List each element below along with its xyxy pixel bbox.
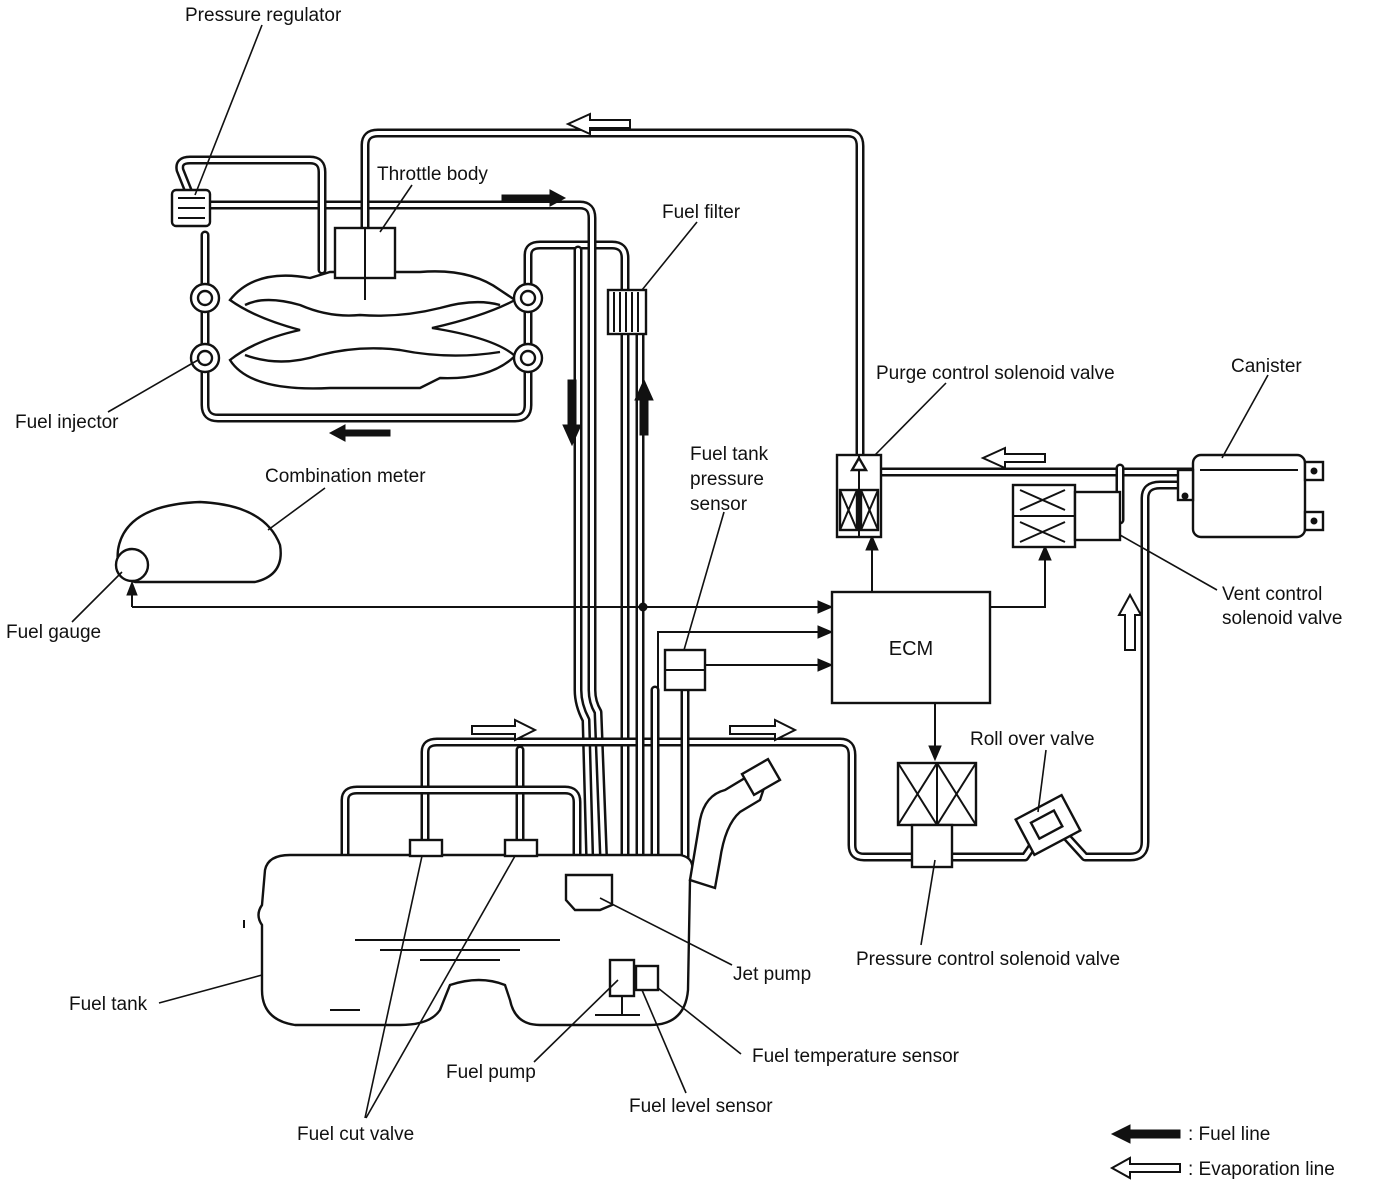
intake-manifold	[228, 270, 518, 390]
label-purge-control-solenoid-valve: Purge control solenoid valve	[876, 363, 1115, 384]
label-pressure-regulator: Pressure regulator	[185, 5, 342, 26]
labels: Pressure regulator Throttle body Fuel fi…	[6, 5, 1342, 1145]
fuel-cut-valve-2	[503, 838, 539, 858]
fuel-pump	[608, 958, 636, 998]
label-roll-over-valve: Roll over valve	[970, 729, 1095, 750]
purge-control-solenoid-valve	[835, 453, 883, 539]
fuel-gauge	[114, 547, 150, 583]
label-combination-meter: Combination meter	[265, 466, 426, 487]
label-fuel-tank: Fuel tank	[69, 994, 148, 1015]
fuel-arrow-right	[501, 189, 567, 207]
label-pressure-control-solenoid-valve: Pressure control solenoid valve	[856, 949, 1120, 970]
fuel-cut-valve-1	[408, 838, 444, 858]
fuel-temperature-sensor	[634, 964, 660, 992]
label-fuel-tank-pressure-sensor-3: sensor	[690, 494, 748, 515]
label-fuel-cut-valve: Fuel cut valve	[297, 1124, 414, 1145]
fuel-arrow-left	[328, 424, 391, 442]
fuel-arrow-down	[562, 379, 582, 447]
jet-pump	[564, 873, 614, 912]
label-fuel-injector: Fuel injector	[15, 412, 119, 433]
label-fuel-temperature-sensor: Fuel temperature sensor	[752, 1046, 960, 1067]
label-fuel-gauge: Fuel gauge	[6, 622, 101, 643]
roll-over-valve	[1014, 793, 1082, 857]
ecm: ECM	[830, 590, 992, 705]
leader-lines	[71, 24, 1269, 1119]
fuel-filter	[606, 288, 648, 336]
label-fuel-level-sensor: Fuel level sensor	[629, 1096, 773, 1117]
wiring	[126, 534, 1052, 762]
fuel-injectors	[189, 282, 544, 374]
label-fuel-filter: Fuel filter	[662, 202, 741, 223]
fuel-tank-pressure-sensor	[663, 648, 707, 692]
label-vent-control-solenoid-valve-1: Vent control	[1222, 584, 1322, 605]
label-fuel-tank-pressure-sensor-2: pressure	[690, 469, 764, 490]
label-fuel-tank-pressure-sensor-1: Fuel tank	[690, 444, 769, 465]
vent-control-solenoid-valve	[1011, 483, 1122, 549]
combination-meter	[114, 500, 282, 584]
fuel-tank	[243, 757, 782, 1027]
fuel-arrow-up	[634, 378, 654, 436]
label-vent-control-solenoid-valve-2: solenoid valve	[1222, 608, 1342, 629]
ecm-label: ECM	[889, 638, 933, 660]
legend-evap-line-arrow-icon	[1109, 1156, 1181, 1180]
evap-line-top	[420, 737, 917, 862]
legend-fuel-line-label: : Fuel line	[1188, 1124, 1270, 1145]
canister	[1176, 453, 1325, 539]
legend-evaporation-line-label: : Evaporation line	[1188, 1159, 1335, 1180]
label-throttle-body: Throttle body	[377, 164, 488, 185]
label-jet-pump: Jet pump	[733, 964, 811, 985]
label-fuel-pump: Fuel pump	[446, 1062, 536, 1083]
pressure-control-solenoid-valve	[896, 761, 978, 869]
evap-arrow-left-canister	[980, 446, 1046, 470]
label-canister: Canister	[1231, 356, 1302, 377]
evap-arrow-right-2	[729, 718, 798, 742]
throttle-body	[333, 226, 397, 300]
pressure-regulator	[170, 188, 212, 228]
legend: : Fuel line : Evaporation line	[1109, 1124, 1335, 1180]
evap-arrow-right-1	[471, 718, 538, 742]
evap-arrow-left-top	[565, 112, 631, 136]
evap-arrow-up-right	[1117, 592, 1143, 651]
legend-fuel-line-arrow-icon	[1110, 1124, 1181, 1144]
flow-arrows	[328, 112, 1143, 742]
